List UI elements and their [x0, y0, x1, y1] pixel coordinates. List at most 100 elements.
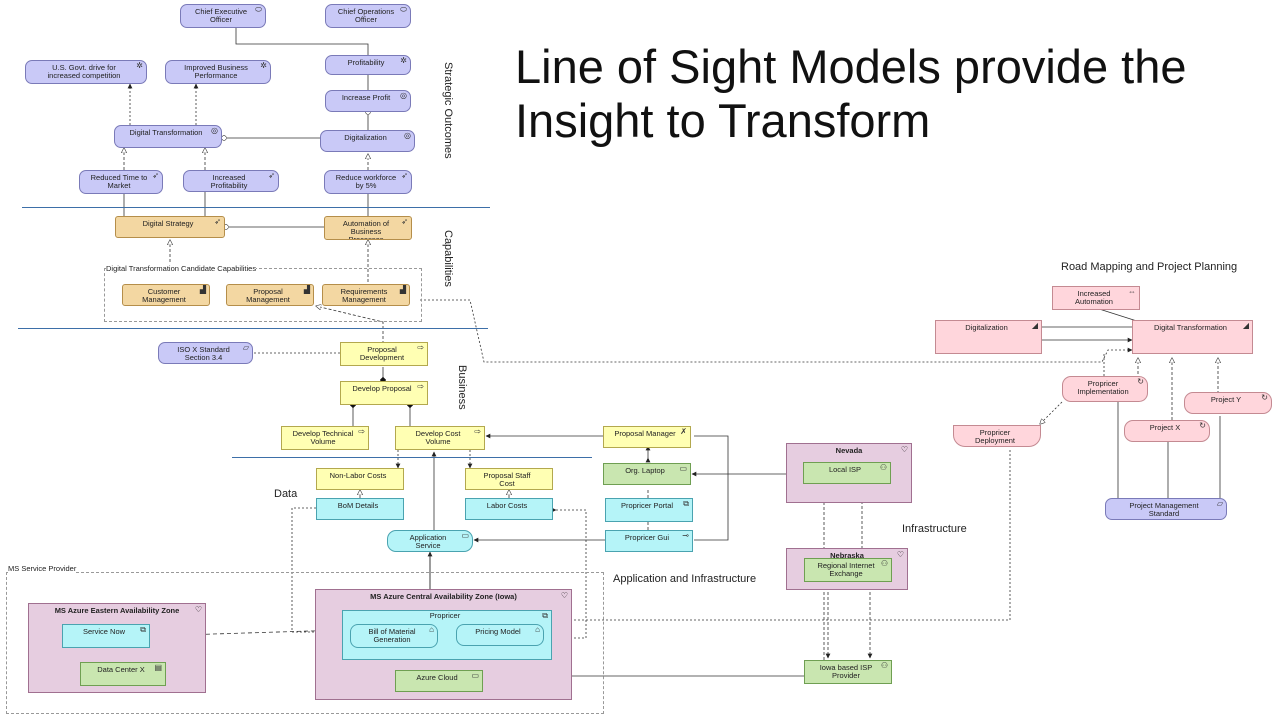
- proposal-manager-role[interactable]: Proposal Manager✗: [603, 426, 691, 448]
- node-label: Digital Transformation: [1154, 323, 1227, 332]
- non-labor-costs-object[interactable]: Non-Labor Costs: [316, 468, 404, 490]
- digital-transformation-plateau[interactable]: Digital Transformation◢: [1132, 320, 1253, 354]
- node-label: Digital Transformation: [129, 128, 203, 137]
- labor-costs-object[interactable]: Labor Costs: [465, 498, 553, 520]
- node-label: Requirements Management: [340, 287, 388, 304]
- service-now-component[interactable]: Service Now ⧉: [62, 624, 150, 648]
- node-icon: ▤: [154, 663, 162, 672]
- node-label: Customer Management: [142, 287, 186, 304]
- bill-of-material-function[interactable]: Bill of Material Generation⌂: [350, 624, 438, 648]
- driver-icon: ✲: [260, 61, 267, 70]
- infrastructure-label: Infrastructure: [902, 523, 967, 535]
- capability-icon: ▟: [303, 285, 310, 294]
- increased-automation-plateau[interactable]: Increased Automation⇔: [1052, 286, 1140, 310]
- proposal-management-capability[interactable]: Proposal Management▟: [226, 284, 314, 306]
- node-label: Profitability: [347, 58, 385, 67]
- process-icon: ⇨: [417, 382, 424, 391]
- driver-icon: ✲: [136, 61, 143, 70]
- node-label: Local ISP: [828, 465, 862, 474]
- node-label: ISO X Standard Section 3.4: [177, 345, 230, 362]
- node-label: Chief Operations Officer: [337, 7, 395, 24]
- principle-icon: ▱: [242, 343, 249, 352]
- node-label: Increase Profit: [341, 93, 391, 102]
- zone-label: Nevada: [835, 446, 863, 455]
- node-label: Reduced Time to Market: [90, 173, 148, 190]
- develop-proposal-process[interactable]: Develop Proposal⇨: [340, 381, 428, 405]
- process-icon: ⇨: [417, 343, 424, 352]
- automation-capability[interactable]: Automation of Business Processes ➶: [324, 216, 412, 240]
- outcome-icon: ➶: [214, 217, 221, 226]
- outcome-icon: ➶: [401, 217, 408, 226]
- slide-title: Line of Sight Models provide the Insight…: [515, 40, 1187, 147]
- function-icon: ⌂: [429, 625, 434, 634]
- project-y-work-package[interactable]: Project Y ↻: [1184, 392, 1272, 414]
- node-label: Labor Costs: [486, 501, 528, 510]
- usgov-driver[interactable]: U.S. Govt. drive for increased competiti…: [25, 60, 147, 84]
- node-label: Project Y: [1210, 395, 1242, 404]
- zone-label: MS Azure Eastern Availability Zone: [54, 606, 180, 615]
- local-isp-node[interactable]: Local ISP ⚇: [803, 462, 891, 484]
- node-label: Digitalization: [344, 133, 387, 142]
- interface-icon: ⊸: [682, 531, 689, 540]
- digitalization-goal[interactable]: Digitalization◎: [320, 130, 415, 152]
- proposal-development-process[interactable]: Proposal Development ⇨: [340, 342, 428, 366]
- regional-exchange-node[interactable]: Regional Internet Exchange⚇: [804, 558, 892, 582]
- improved-performance-driver[interactable]: Improved Business Performance✲: [165, 60, 271, 84]
- ceo-stakeholder[interactable]: Chief Executive Officer ⬭: [180, 4, 266, 28]
- application-service[interactable]: Application Service▭: [387, 530, 473, 552]
- bom-details-object[interactable]: BoM Details: [316, 498, 404, 520]
- stakeholder-icon: ⬭: [255, 5, 262, 14]
- outcome-icon: ➶: [401, 171, 408, 180]
- network-icon: ⚇: [879, 463, 887, 472]
- pm-standard-principle[interactable]: Project Management Standard ▱: [1105, 498, 1227, 520]
- propricer-gui-interface[interactable]: Propricer Gui⊸: [605, 530, 693, 552]
- component-icon: ⧉: [542, 611, 548, 620]
- work-package-icon: ↻: [1261, 393, 1268, 402]
- ms-service-provider-group: [6, 572, 604, 714]
- component-icon: ⧉: [140, 625, 146, 634]
- function-icon: ⌂: [535, 625, 540, 634]
- node-label: Automation of Business Processes: [342, 219, 390, 240]
- develop-cost-volume-process[interactable]: Develop Cost Volume⇨: [395, 426, 485, 450]
- digital-strategy-capability[interactable]: Digital Strategy ➶: [115, 216, 225, 238]
- capability-icon: ▟: [199, 285, 206, 294]
- increase-profit-goal[interactable]: Increase Profit◎: [325, 90, 411, 112]
- proposal-staff-cost-object[interactable]: Proposal Staff Cost: [465, 468, 553, 490]
- digital-transformation-goal[interactable]: Digital Transformation◎: [114, 125, 222, 148]
- digitalization-gap[interactable]: Digitalization◢: [935, 320, 1042, 354]
- coo-stakeholder[interactable]: Chief Operations Officer⬭: [325, 4, 411, 28]
- node-label: Proposal Development: [359, 345, 405, 362]
- location-icon: ♡: [900, 445, 908, 454]
- develop-technical-volume-process[interactable]: Develop Technical Volume⇨: [281, 426, 369, 450]
- customer-management-capability[interactable]: Customer Management ▟: [122, 284, 210, 306]
- data-center-node[interactable]: Data Center X ▤: [80, 662, 166, 686]
- ms-service-provider-label: MS Service Provider: [8, 564, 77, 573]
- propricer-implementation-work-package[interactable]: Propricer Implementation↻: [1062, 376, 1148, 402]
- profitability-driver[interactable]: Profitability✲: [325, 55, 411, 75]
- app-infra-label: Application and Infrastructure: [613, 573, 757, 585]
- reduce-workforce-outcome[interactable]: Reduce workforce by 5%➶: [324, 170, 412, 194]
- requirements-management-capability[interactable]: Requirements Management▟: [322, 284, 410, 306]
- pricing-model-function[interactable]: Pricing Model⌂: [456, 624, 544, 646]
- increased-profitability-outcome[interactable]: Increased Profitability ➶: [183, 170, 279, 192]
- zone-label: MS Azure Central Availability Zone (Iowa…: [370, 592, 517, 601]
- node-label: Service Now: [82, 627, 126, 636]
- node-label: Proposal Manager: [614, 429, 676, 438]
- node-label: Increased Profitability: [210, 173, 248, 190]
- propricer-portal-component[interactable]: Propricer Portal⧉: [605, 498, 693, 522]
- node-label: Project Management Standard: [1129, 501, 1199, 518]
- iowa-isp-node[interactable]: Iowa based ISP Provider⚇: [804, 660, 892, 684]
- outcome-icon: ➶: [268, 171, 275, 180]
- reduced-time-outcome[interactable]: Reduced Time to Market➶: [79, 170, 163, 194]
- node-label: Digital Strategy: [142, 219, 194, 228]
- iso-standard-principle[interactable]: ISO X Standard Section 3.4 ▱: [158, 342, 253, 364]
- node-label: Application Service: [409, 533, 447, 550]
- project-x-work-package[interactable]: Project X↻: [1124, 420, 1210, 442]
- azure-cloud-node[interactable]: Azure Cloud▭: [395, 670, 483, 692]
- principle-icon: ▱: [1216, 499, 1223, 508]
- location-icon: ♡: [194, 605, 202, 614]
- propricer-deployment-deliverable[interactable]: Propricer Deployment: [953, 425, 1041, 447]
- node-label: Data Center X: [97, 665, 145, 674]
- node-label: Chief Executive Officer: [194, 7, 248, 24]
- org-laptop-device[interactable]: Org. Laptop▭: [603, 463, 691, 485]
